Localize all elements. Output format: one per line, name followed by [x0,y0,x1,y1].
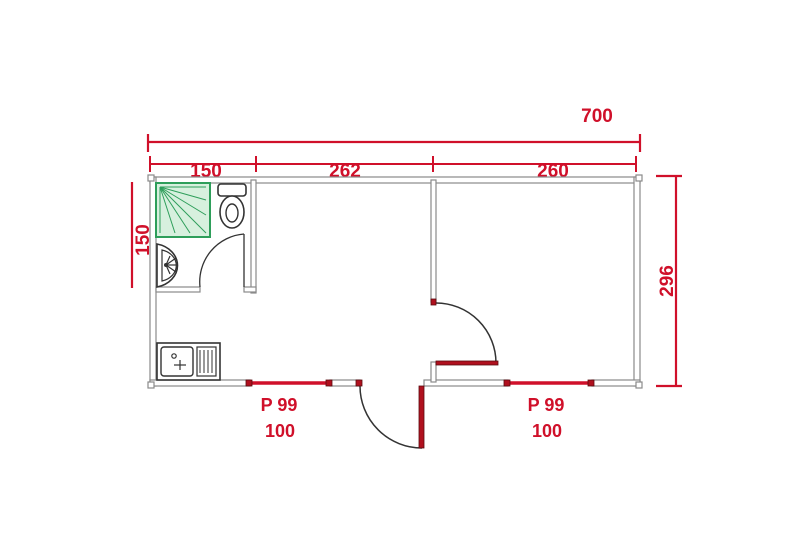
dimension-height: 296 [656,174,682,388]
toilet-icon [217,183,247,229]
interior-door [430,298,499,366]
kitchen-sink-icon [156,342,221,381]
window-left-width: 100 [265,421,295,441]
total-width-label: 700 [581,106,613,127]
window-left-type: P 99 [261,395,298,415]
window-right-type: P 99 [528,395,565,415]
height-label: 296 [657,265,678,297]
shower-icon [155,182,211,238]
bathroom-door [199,233,245,288]
entrance-door [355,379,425,449]
window-left [245,379,333,387]
bathroom-depth-label: 150 [133,224,154,256]
interior-walls [155,179,437,383]
dimension-bathroom-depth: 150 [130,182,154,288]
window-right [503,379,595,387]
window-right-width: 100 [532,421,562,441]
washbasin-icon [156,243,179,288]
dimension-total-width: 700 [146,106,642,152]
